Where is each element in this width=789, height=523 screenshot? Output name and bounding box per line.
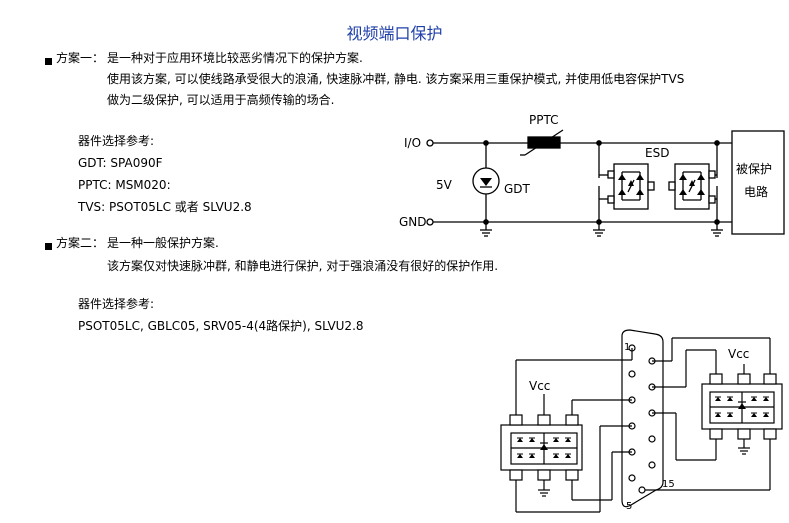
- esd-chip-right: [668, 163, 717, 210]
- vcc-left-label: Vcc: [529, 379, 550, 393]
- io-label: I/O: [404, 136, 421, 150]
- scheme1-line-2: 使用该方案, 可以使线路承受很大的浪涌, 快速脉冲群, 静电. 该方案采用三重保…: [107, 72, 685, 86]
- pptc-label: PPTC: [529, 113, 558, 127]
- scheme1-ref-title: 器件选择参考:: [78, 134, 155, 148]
- gnd-label: GND: [399, 215, 427, 229]
- circuit-1: [426, 129, 785, 237]
- pin-1-label: 1: [624, 342, 630, 353]
- scheme1-ref-gdt: GDT: SPA090F: [78, 156, 163, 170]
- gnd-terminal: [426, 218, 434, 226]
- scheme1-ref-tvs: TVS: PSOT05LC 或者 SLVU2.8: [78, 200, 252, 214]
- tvs-array-left: [500, 414, 583, 481]
- scheme2-ref-title: 器件选择参考:: [78, 297, 155, 311]
- scheme2-line-1: 是一种一般保护方案.: [107, 236, 219, 250]
- protected-label-1: 被保护: [736, 162, 772, 176]
- protected-label-2: 电路: [744, 184, 768, 199]
- bullet-scheme2: [45, 243, 52, 250]
- vcc-right-label: Vcc: [728, 347, 749, 361]
- esd-chip-left: [599, 163, 655, 210]
- scheme2-ref-parts: PSOT05LC, GBLC05, SRV05-4(4路保护), SLVU2.8: [78, 319, 364, 333]
- protected-circuit-box: [731, 130, 785, 235]
- scheme1-label: 方案一：: [56, 51, 105, 65]
- tvs-array-right: [701, 373, 783, 440]
- scheme1-ref-pptc: PPTC: MSM020:: [78, 178, 171, 192]
- io-terminal: [426, 139, 434, 147]
- pin-15-label: 15: [662, 479, 675, 490]
- bullet-scheme1: [45, 58, 52, 65]
- esd-label: ESD: [645, 146, 669, 160]
- v5-label: 5V: [436, 178, 453, 192]
- scheme1-line-3: 做为二级保护, 可以适用于高频传输的场合.: [107, 93, 335, 107]
- page-title: 视频端口保护: [346, 24, 443, 43]
- scheme2-line-2: 该方案仅对快速脉冲群, 和静电进行保护, 对于强浪涌没有很好的保护作用.: [107, 259, 499, 273]
- circuit-2: [500, 329, 783, 513]
- scheme2-label: 方案二：: [56, 236, 105, 250]
- scheme1-line-1: 是一种对于应用环境比较恶劣情况下的保护方案.: [107, 51, 363, 65]
- pin-5-label: 5: [626, 501, 632, 512]
- dsub-connector: [621, 329, 664, 508]
- gdt-label: GDT: [504, 182, 531, 196]
